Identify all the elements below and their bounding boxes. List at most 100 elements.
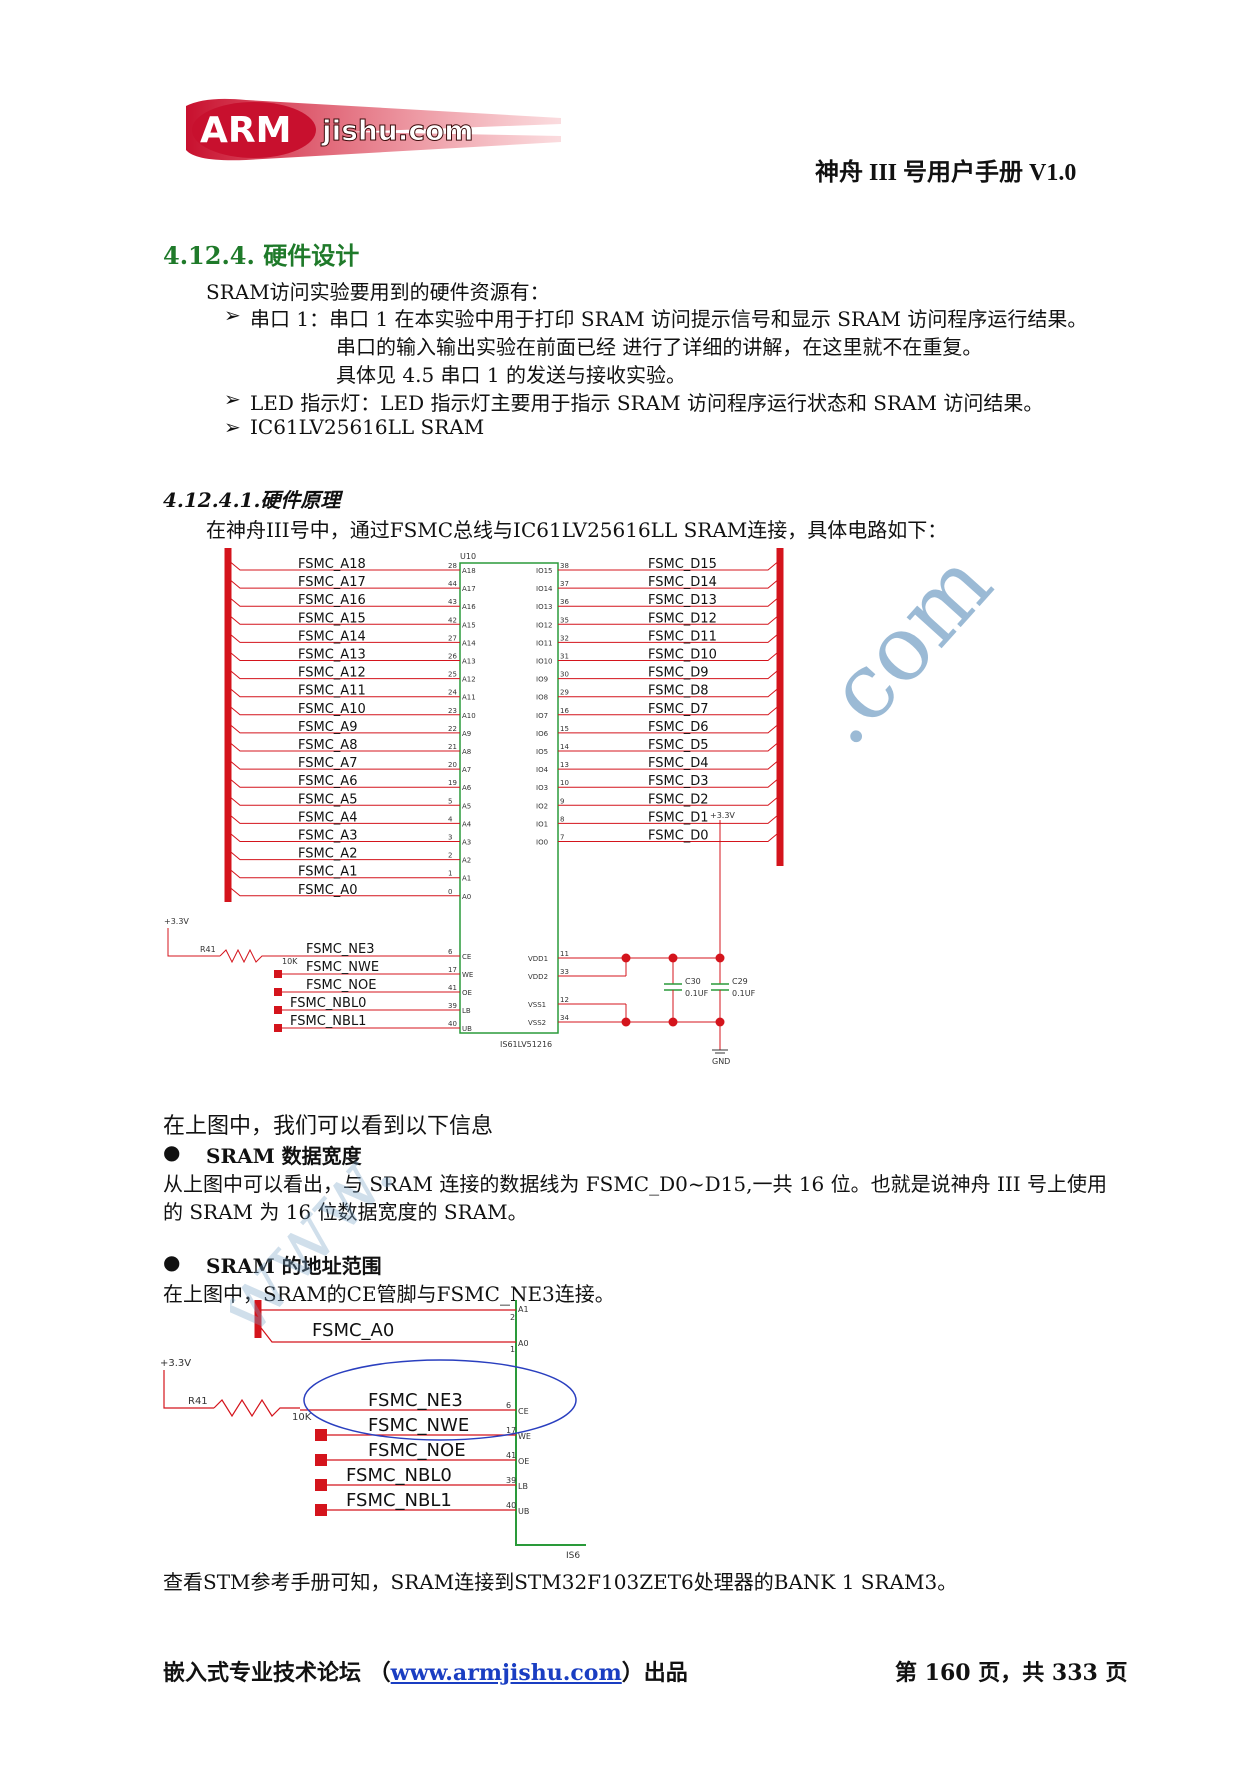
pin-number: 27 [448,634,457,642]
pin-name: CE [462,953,471,961]
data-wire [558,704,781,716]
pin-number: 13 [560,761,569,769]
pin-name: OE [462,989,472,997]
pin-name: A13 [462,658,476,666]
address-wire [227,595,460,607]
pin-number: 19 [448,779,457,787]
resistor-value: 10K [282,957,298,966]
address-wire [227,704,460,716]
address-net-label: FSMC_A0 [312,1320,394,1341]
pin-name: IO2 [536,802,548,810]
address-wire [227,740,460,752]
address-net-label: FSMC_A8 [298,738,357,753]
vcc-label: +3.3V [710,811,735,820]
pin-number: 14 [560,743,569,751]
list-item-1-line3: 具体见 4.5 串口 1 的发送与接收实验。 [336,363,686,387]
net-port-marker [274,1006,282,1014]
address-wire [227,632,460,643]
pin-name: A7 [462,766,471,774]
list-item-1-line2: 串口的输入输出实验在前面已经 进行了详细的讲解，在这里就不在重复。 [336,335,983,359]
address-wire [227,813,460,824]
address-wire [257,1323,516,1343]
pin-number: 15 [560,725,569,733]
subsection-heading: 4.12.4.1.硬件原理 [163,488,341,512]
pin-number: 6 [506,1401,511,1410]
data-net-label: FSMC_D2 [648,792,709,807]
data-width-line2: 的 SRAM 为 16 位数据宽度的 SRAM。 [163,1200,528,1224]
pin-name: IO5 [536,748,548,756]
footer-suffix: ）出品 [621,1660,688,1686]
cap-ref: C30 [685,977,701,986]
pin-name: WE [518,1432,531,1441]
address-range-line1: 在上图中，SRAM的CE管脚与FSMC_NE3连接。 [163,1282,615,1306]
address-wire [227,885,460,897]
pin-number: 1 [510,1345,515,1354]
control-net-label: FSMC_NE3 [306,942,375,957]
pin-number: 17 [448,966,457,974]
footer-link[interactable]: www.armjishu.com [390,1660,622,1686]
pin-name: WE [462,971,473,979]
address-wire [227,650,460,661]
closing-text: 查看STM参考手册可知，SRAM连接到STM32F103ZET6处理器的BANK… [163,1570,958,1594]
control-net-label: FSMC_NE3 [368,1390,463,1411]
address-net-label: FSMC_A7 [298,756,357,771]
data-net-label: FSMC_D15 [648,557,717,572]
address-wire [227,613,460,625]
junction-dot [621,1017,631,1027]
pin-number: 32 [560,634,569,642]
data-net-label: FSMC_D1 [648,810,709,825]
pin-number: 9 [560,797,564,805]
pin-number: 42 [448,616,457,624]
address-wire [227,686,460,698]
address-net-label: FSMC_A2 [298,847,357,862]
data-net-label: FSMC_D12 [648,611,717,626]
pin-number: 41 [448,984,457,992]
pin-name: A9 [462,730,471,738]
data-wire [558,758,781,770]
pin-number: 6 [448,948,453,956]
pin-number: 20 [448,761,457,769]
pin-name: IO11 [536,639,552,647]
address-net-label: FSMC_A16 [298,593,366,608]
chip-name: IS61LV51216 [500,1040,552,1049]
data-net-label: FSMC_D13 [648,593,717,608]
pin-number: 31 [560,653,569,661]
data-net-label: FSMC_D4 [648,756,709,771]
pin-number: 1 [448,870,452,878]
address-net-label: FSMC_A13 [298,648,366,663]
data-net-label: FSMC_D8 [648,684,709,699]
address-net-label: FSMC_A11 [298,684,366,699]
list-item-1-line1: 串口 1：串口 1 在本实验中用于打印 SRAM 访问提示信号和显示 SRAM … [250,307,1088,331]
data-net-label: FSMC_D9 [648,666,709,681]
control-net-label: FSMC_NBL0 [346,1465,452,1486]
pin-name: IO4 [536,766,549,774]
data-net-label: FSMC_D5 [648,738,709,753]
pin-number: 39 [506,1476,516,1485]
vcc-wire [163,1370,214,1409]
pin-number: 28 [448,562,457,570]
data-wire [558,650,781,661]
pin-name: A8 [462,748,471,756]
pin-number: 7 [560,834,564,842]
gnd-label: GND [712,1057,730,1066]
pin-name: A11 [462,694,476,702]
cap-value: 0.1UF [732,989,756,998]
pin-number: 3 [448,834,452,842]
data-net-label: FSMC_D3 [648,774,709,789]
address-wire [227,776,460,788]
pin-name: A4 [462,820,472,828]
data-wire [558,559,781,571]
control-net-label: FSMC_NBL0 [290,996,366,1011]
section-intro: SRAM访问实验要用到的硬件资源有： [206,280,550,304]
address-wire [227,722,460,734]
control-net-label: FSMC_NOE [306,978,376,993]
pin-number: 36 [560,598,569,606]
vcc-wire [167,928,220,957]
data-wire [558,668,781,680]
svg-text:.com: .com [800,532,1013,765]
pin-name: A15 [462,621,476,629]
address-wire [227,867,460,879]
data-net-label: FSMC_D7 [648,702,709,717]
junction-dot [621,953,631,963]
